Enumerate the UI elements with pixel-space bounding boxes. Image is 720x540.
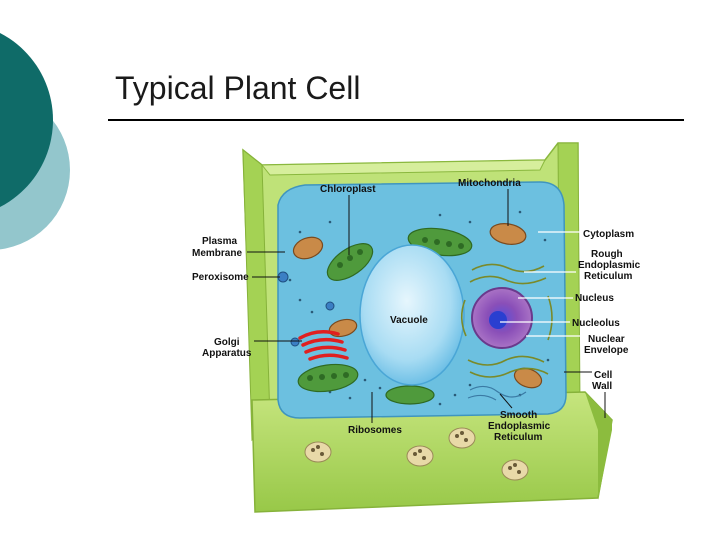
smooth-er	[467, 385, 527, 401]
label-nucleus: Nucleus	[575, 293, 614, 304]
label-nuclear-envelope-1: Nuclear	[588, 334, 625, 345]
title-underline	[108, 119, 684, 121]
label-ribosomes: Ribosomes	[348, 425, 402, 436]
peroxisomes	[277, 271, 335, 347]
nucleus	[471, 287, 533, 349]
label-plasma-membrane-2: Membrane	[192, 248, 242, 259]
label-nucleolus: Nucleolus	[572, 318, 620, 329]
rough-er	[460, 263, 553, 378]
label-golgi-2: Apparatus	[202, 348, 252, 359]
label-peroxisome: Peroxisome	[192, 272, 249, 283]
slide-title: Typical Plant Cell	[115, 70, 361, 106]
leader-smooth-er	[499, 393, 513, 409]
decor-circle-dark	[0, 32, 53, 208]
label-smooth-er-2: Endoplasmic	[488, 421, 551, 432]
label-smooth-er-3: Reticulum	[494, 432, 542, 443]
label-smooth-er-1: Smooth	[500, 410, 537, 421]
vacuole	[359, 244, 465, 386]
label-plasma-membrane-1: Plasma	[202, 236, 237, 247]
label-rough-er-2: Endoplasmic	[578, 260, 641, 271]
label-vacuole: Vacuole	[390, 315, 428, 326]
nucleolus	[489, 311, 507, 329]
label-nuclear-envelope-2: Envelope	[584, 345, 629, 356]
label-rough-er-1: Rough	[591, 249, 623, 260]
label-cytoplasm: Cytoplasm	[583, 229, 634, 240]
label-golgi-1: Golgi	[214, 337, 240, 348]
golgi-apparatus	[298, 330, 349, 361]
label-cell-wall-1: Cell	[594, 370, 613, 381]
label-cell-wall-2: Wall	[592, 381, 612, 392]
label-chloroplast: Chloroplast	[320, 184, 376, 195]
label-rough-er-3: Reticulum	[584, 271, 632, 282]
label-mitochondria: Mitochondria	[458, 178, 521, 189]
